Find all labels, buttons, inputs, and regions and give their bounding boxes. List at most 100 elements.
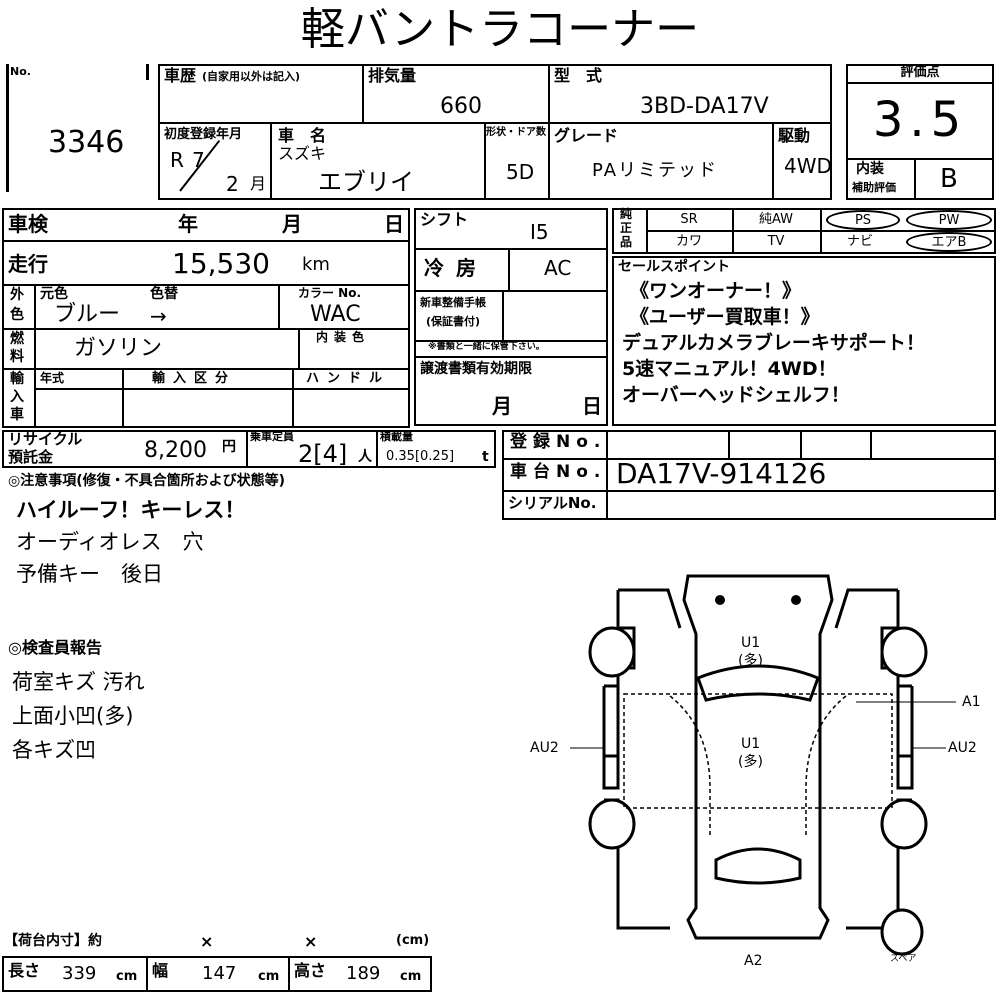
windshield [696, 664, 820, 702]
length-unit: cm [116, 969, 138, 984]
damage-au2-left: AU2 [530, 740, 559, 756]
import-label-3: 車 [10, 407, 24, 423]
left-front-door-panel [618, 588, 682, 629]
shift-ac-block [414, 208, 608, 426]
left-rear-tire [588, 798, 636, 850]
equip-label-1: 純 [620, 207, 633, 221]
rear-window [714, 847, 802, 885]
divider [646, 230, 996, 232]
first-reg-era: R [170, 148, 184, 172]
inspector-line: 荷室キズ 汚れ [12, 670, 145, 694]
divider [606, 430, 608, 520]
note-line: ハイルーフ！キーレス！ [16, 498, 246, 522]
left-rear-panel [602, 684, 618, 788]
cargo-x-2: × [304, 932, 318, 951]
equip-pw: PW [906, 210, 992, 230]
divider [270, 122, 272, 200]
sales-point-line: 《ワンオーナー！》 [630, 280, 802, 302]
recycle-label: リサイクル [8, 430, 83, 448]
import-label-1: 輸 [10, 371, 24, 387]
damage-au2-right: AU2 [948, 740, 977, 756]
right-side-panel [880, 590, 914, 790]
grade-label: グレード [554, 126, 619, 145]
divider [502, 290, 504, 340]
orig-color: ブルー [54, 302, 121, 327]
divider [414, 356, 608, 358]
load-value: 0.35[0.25] [386, 449, 455, 464]
lot-mark [146, 64, 149, 80]
cargo-cm-label: (cm) [396, 933, 430, 948]
divider [34, 284, 36, 428]
height-unit: cm [400, 969, 422, 984]
maint-note: ※書類と一緒に保管下さい。 [428, 342, 545, 352]
divider [298, 328, 300, 368]
divider [728, 430, 730, 458]
recycle-sub-label: 預託金 [8, 448, 54, 466]
damage-u1-top-sub: (多) [738, 653, 763, 669]
orig-color-label: 元色 [40, 286, 68, 302]
equip-label-2: 正 [620, 221, 633, 235]
cargo-x-1: × [200, 932, 214, 951]
recycle-value: 8,200 [144, 438, 207, 463]
divider [122, 368, 124, 428]
history-note: (自家用以外は記入) [202, 70, 301, 83]
color-arrow: → [150, 304, 167, 328]
lot-no-label: No. [10, 65, 31, 78]
divider [278, 284, 280, 328]
right-front-door-panel [834, 588, 898, 629]
sales-points-block [612, 256, 996, 426]
divider [246, 430, 248, 468]
divider [2, 368, 410, 370]
equip-leather: カワ [675, 234, 702, 249]
model-label: 型 式 [554, 66, 603, 85]
mirror-dot-right [791, 595, 801, 605]
divider [772, 122, 774, 200]
fuel-value: ガソリン [74, 336, 163, 361]
damage-a2: A2 [744, 953, 763, 969]
change-color-label: 色替 [150, 286, 178, 302]
interior-sub-label: 補助評価 [852, 181, 896, 194]
color-label-2: 色 [10, 307, 24, 323]
divider [288, 956, 290, 992]
serial-label: シリアルNo. [508, 494, 597, 512]
height-value: 189 [346, 963, 381, 984]
sales-point-line: 《ユーザー買取車！》 [630, 306, 820, 328]
mileage-value: 15,530 [172, 247, 270, 280]
displacement-label: 排気量 [368, 66, 417, 85]
divider [548, 122, 550, 200]
damage-u1-mid-sub: (多) [738, 754, 763, 770]
chassis-label: 車台No. [510, 462, 607, 482]
import-label-2: 入 [10, 389, 24, 405]
capacity-unit: 人 [358, 449, 372, 465]
divider [502, 490, 996, 492]
divider [846, 158, 994, 160]
first-reg-label: 初度登録年月 [164, 127, 243, 142]
chassis-value: DA17V-914126 [616, 457, 827, 490]
width-value: 147 [202, 963, 237, 984]
fuel-label-1: 燃 [10, 331, 24, 347]
mileage-unit: km [302, 254, 330, 275]
doors-label: 形状・ドア数 [486, 127, 546, 138]
load-label: 積載量 [380, 430, 413, 443]
color-label-1: 外 [10, 287, 24, 303]
equip-tv: TV [767, 234, 785, 249]
score-box [846, 64, 994, 200]
doors-value: 5D [506, 160, 535, 184]
inspector-line: 上面小凹(多) [12, 704, 134, 728]
spare-tire [880, 908, 924, 956]
left-front-tire [588, 626, 636, 678]
car-name-label: 車 名 [278, 126, 327, 145]
divider [414, 248, 608, 250]
load-unit: t [482, 449, 489, 465]
divider [2, 328, 410, 330]
capacity-label: 乗車定員 [250, 430, 294, 443]
import-year-label: 年式 [40, 371, 65, 385]
color-code-label: カラー No. [298, 286, 362, 300]
registration-block [502, 430, 996, 520]
divider [34, 388, 410, 390]
first-reg-month: 2 [226, 172, 239, 196]
import-class-label: 輸入区分 [152, 371, 237, 386]
divider [502, 458, 996, 460]
drive-value: 4WD [784, 154, 832, 178]
interior-label: 内装 [856, 161, 884, 177]
